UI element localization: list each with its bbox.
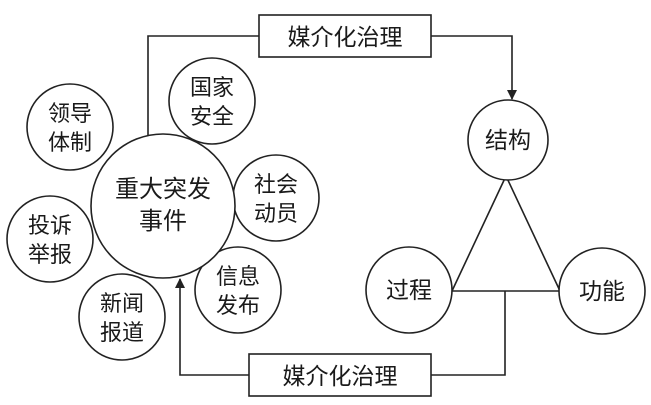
satellite-national-security: 国家 安全 <box>168 57 256 145</box>
bottom-governance-box: 媒介化治理 <box>248 353 432 397</box>
satellite-news-reporting: 新闻 报道 <box>78 273 166 361</box>
top-connector-left <box>147 35 259 137</box>
bottom-connector-arrow <box>175 278 249 376</box>
satellite-info-release: 信息 发布 <box>194 246 282 334</box>
satellite-leadership-line2: 体制 <box>48 131 92 156</box>
node-process-label: 过程 <box>386 278 432 304</box>
satellite-info-release-line1: 信息 <box>216 265 260 290</box>
center-event-node: 重大突发 事件 <box>90 133 236 279</box>
satellite-complaint-reporting-line2: 举报 <box>28 243 72 268</box>
satellite-news-reporting-line2: 报道 <box>100 321 144 346</box>
satellite-social-mobilization-line1: 社会 <box>254 173 298 198</box>
top-governance-label: 媒介化治理 <box>288 25 403 51</box>
bottom-connector-right <box>431 291 506 376</box>
top-governance-box: 媒介化治理 <box>258 14 432 58</box>
top-connector-arrow <box>431 35 517 100</box>
satellite-info-release-line2: 发布 <box>216 294 260 319</box>
node-process: 过程 <box>365 246 453 334</box>
satellite-leadership: 领导 体制 <box>26 83 114 171</box>
bottom-governance-label: 媒介化治理 <box>283 364 398 390</box>
node-structure: 结构 <box>467 99 549 181</box>
satellite-national-security-line2: 安全 <box>190 105 234 130</box>
satellite-social-mobilization: 社会 动员 <box>232 154 320 242</box>
satellite-complaint-reporting-line1: 投诉 <box>28 214 72 239</box>
satellite-national-security-line1: 国家 <box>190 76 234 101</box>
node-function: 功能 <box>558 247 646 335</box>
satellite-news-reporting-line1: 新闻 <box>100 292 144 317</box>
satellite-social-mobilization-line2: 动员 <box>254 202 298 227</box>
center-event-line2: 事件 <box>139 207 187 235</box>
node-structure-label: 结构 <box>485 128 531 154</box>
center-event-line1: 重大突发 <box>115 175 211 203</box>
satellite-complaint-reporting: 投诉 举报 <box>6 195 94 283</box>
node-function-label: 功能 <box>579 279 625 305</box>
satellite-leadership-line1: 领导 <box>48 102 92 127</box>
structure-triangle <box>450 174 562 292</box>
